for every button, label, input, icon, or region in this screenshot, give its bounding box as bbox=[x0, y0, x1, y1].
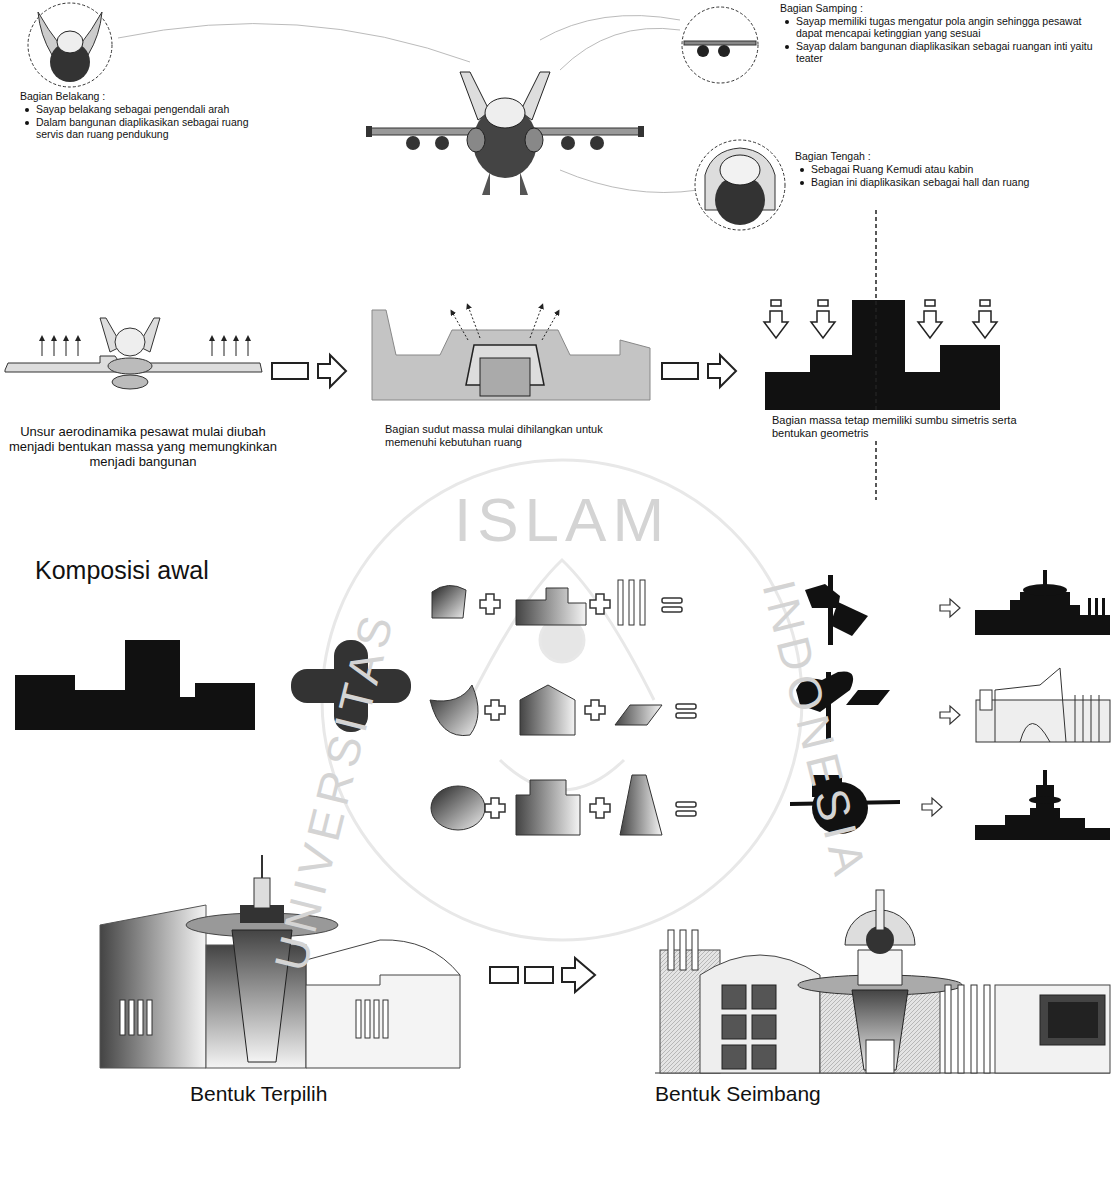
bullet-note: Sebagai Ruang Kemudi atau kabin bbox=[811, 163, 1035, 175]
bullet-dot bbox=[800, 181, 804, 185]
step-caption: Unsur aerodinamika pesawat mulai diubah … bbox=[8, 425, 278, 470]
result-buildings bbox=[975, 570, 1110, 840]
step-caption: Bagian sudut massa mulai dihilangkan unt… bbox=[385, 423, 650, 448]
bullet-note: Sayap dalam bangunan diaplikasikan sebag… bbox=[796, 40, 1110, 64]
bullet-note: Sayap belakang sebagai pengendali arah bbox=[36, 103, 250, 115]
balanced-form-building bbox=[655, 890, 1110, 1073]
bullet-dot bbox=[800, 168, 804, 172]
aircraft-silhouette bbox=[5, 318, 262, 389]
bullet-dot bbox=[785, 45, 789, 49]
bullet-dot bbox=[25, 108, 29, 112]
form-label: Bentuk Terpilih bbox=[190, 1082, 327, 1106]
watermark: INDONESIA bbox=[752, 575, 878, 886]
watermark: UNIVERSITAS bbox=[265, 604, 406, 975]
composition-shapes bbox=[430, 580, 662, 835]
form-label: Bentuk Seimbang bbox=[655, 1082, 821, 1106]
section-heading: Bagian Belakang : bbox=[20, 90, 250, 102]
bullet-note: Sayap memiliki tugas mengatur pola angin… bbox=[796, 15, 1110, 39]
cockpit-detail bbox=[695, 140, 785, 230]
watermark: ISLAM bbox=[454, 484, 670, 555]
geometric-mass bbox=[764, 210, 1000, 500]
rear-view-detail bbox=[28, 3, 112, 87]
section-heading: Bagian Tengah : bbox=[795, 150, 1035, 162]
small-arrow bbox=[922, 599, 960, 816]
bullet-note: Dalam bangunan diaplikasikan sebagai rua… bbox=[36, 116, 250, 140]
bullet-dot bbox=[785, 20, 789, 24]
wing-detail bbox=[682, 7, 758, 83]
plus-equals-signs bbox=[480, 594, 696, 818]
section-title: Komposisi awal bbox=[35, 556, 209, 585]
step-arrow bbox=[490, 958, 595, 992]
bullet-note: Bagian ini diaplikasikan sebagai hall da… bbox=[811, 176, 1035, 188]
aircraft-front bbox=[366, 72, 644, 195]
mass-transformation bbox=[372, 306, 650, 400]
step-caption: Bagian massa tetap memiliki sumbu simetr… bbox=[772, 413, 1044, 440]
initial-composition bbox=[15, 640, 255, 730]
bullet-dot bbox=[25, 121, 29, 125]
section-heading: Bagian Samping : bbox=[780, 2, 1110, 14]
